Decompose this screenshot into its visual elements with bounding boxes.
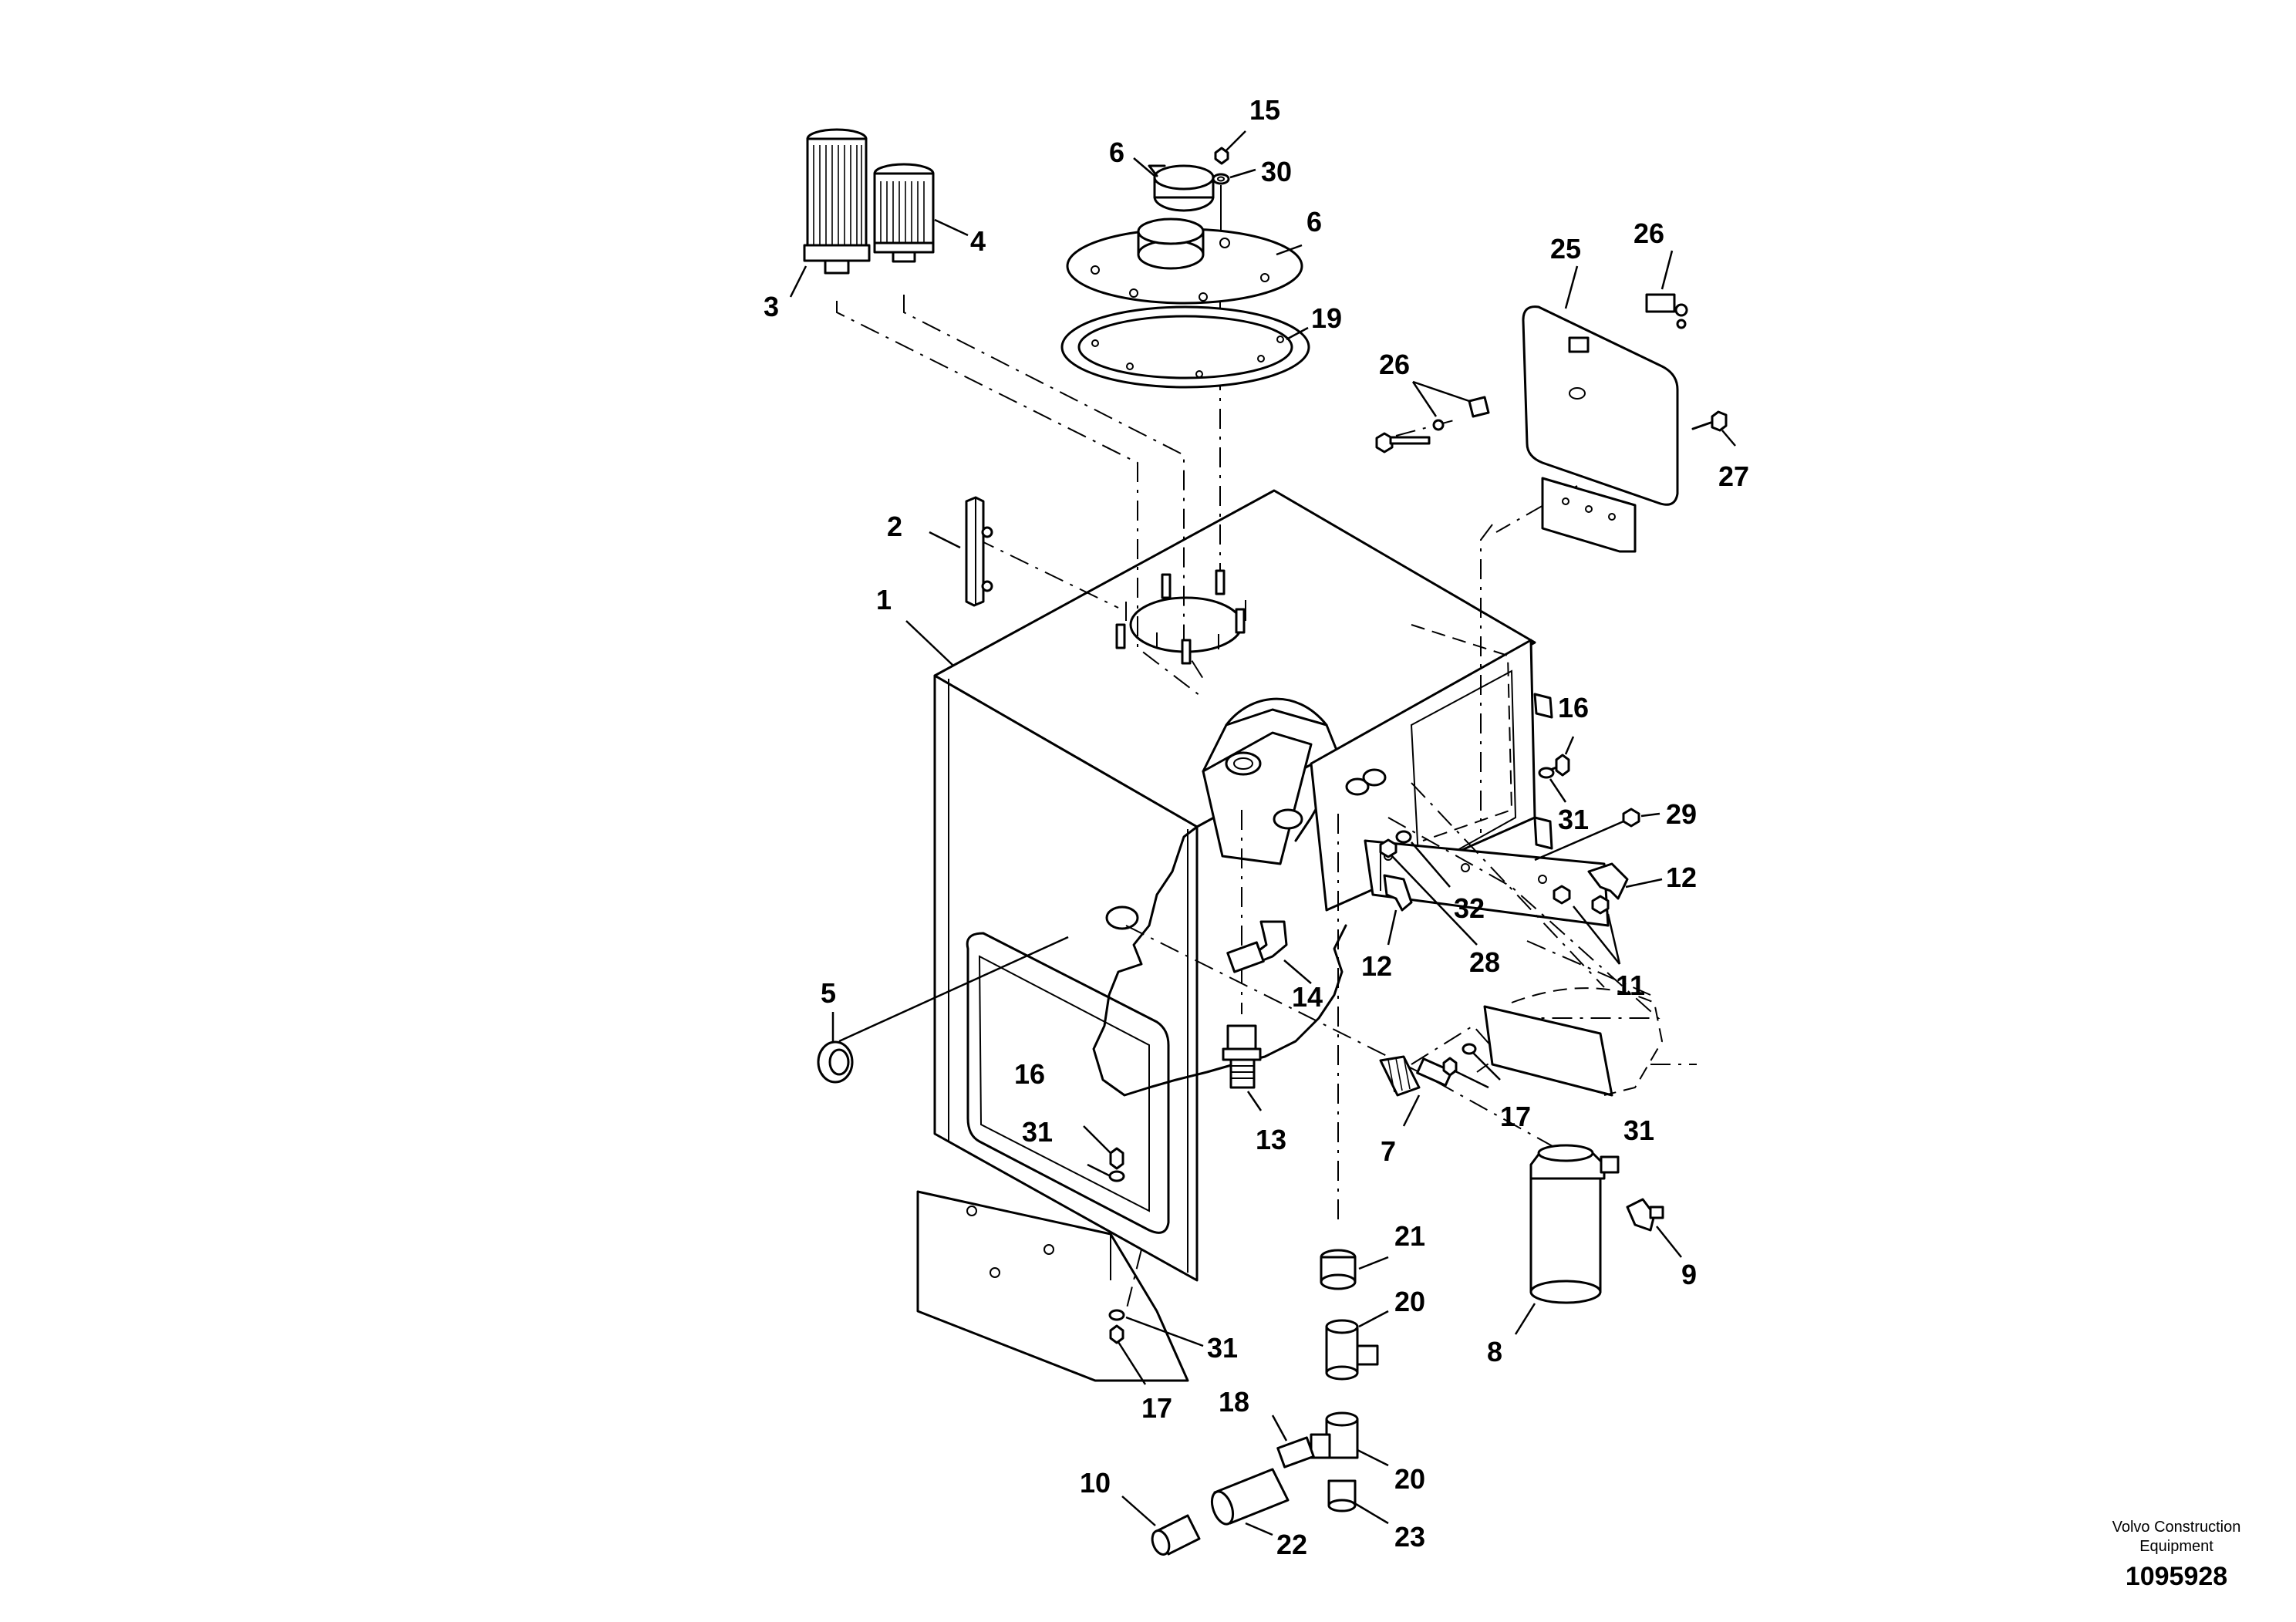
callout-17b: 17	[1141, 1392, 1172, 1424]
hydraulic-tank	[916, 489, 1610, 1382]
callout-31d: 31	[1207, 1332, 1238, 1364]
callout-27: 27	[1718, 460, 1749, 492]
seal-ring	[817, 936, 1069, 1084]
callout-28: 28	[1469, 946, 1500, 978]
bottom-fasteners	[1083, 1125, 1204, 1385]
tank-cover	[1060, 130, 1310, 665]
callout-19: 19	[1311, 302, 1342, 334]
callout-20b: 20	[1394, 1463, 1425, 1495]
callout-26b: 26	[1379, 349, 1410, 380]
fitting-13	[1222, 1024, 1263, 1111]
callout-labels: 1 2 3 4 5 6 6 7 8 9 10 11 12 12 13 14 15…	[764, 94, 1749, 1560]
callout-16a: 16	[1558, 692, 1589, 723]
hose-7	[1379, 1055, 1453, 1127]
filter-element-4	[873, 163, 969, 263]
line-filter-8	[1514, 1144, 1620, 1335]
callout-6b: 6	[1306, 206, 1322, 238]
small-fittings	[1379, 736, 1663, 965]
callout-9: 9	[1681, 1259, 1697, 1290]
elbow-14	[1226, 920, 1312, 984]
callout-18: 18	[1219, 1386, 1249, 1418]
sight-gauge	[929, 496, 993, 607]
callout-31b: 31	[1022, 1116, 1053, 1148]
filter-element-3	[789, 128, 871, 298]
callout-29: 29	[1666, 798, 1697, 830]
footer: Volvo Construction Equipment 1095928	[2112, 1519, 2241, 1591]
callout-3: 3	[764, 291, 779, 322]
document-number: 1095928	[2126, 1562, 2227, 1591]
callout-11: 11	[1616, 969, 1645, 1001]
brand-line-2: Equipment	[2139, 1538, 2213, 1555]
callout-25: 25	[1550, 233, 1581, 265]
access-door	[1375, 250, 1736, 553]
callout-7: 7	[1381, 1135, 1396, 1167]
callout-1: 1	[876, 584, 892, 615]
callout-8: 8	[1487, 1336, 1502, 1367]
callout-12b: 12	[1666, 862, 1697, 893]
callout-31c: 31	[1623, 1114, 1654, 1146]
callout-6a: 6	[1109, 137, 1124, 168]
callout-16b: 16	[1014, 1058, 1045, 1090]
callout-12a: 12	[1361, 950, 1392, 982]
callout-30: 30	[1261, 156, 1292, 187]
callout-2: 2	[887, 511, 902, 542]
callout-31a: 31	[1558, 804, 1589, 835]
callout-15: 15	[1249, 94, 1280, 126]
fitting-9	[1626, 1198, 1682, 1258]
callout-23: 23	[1394, 1521, 1425, 1553]
callout-13: 13	[1256, 1124, 1286, 1155]
callout-17a: 17	[1500, 1101, 1531, 1132]
callout-22: 22	[1276, 1529, 1307, 1560]
bracket	[1442, 987, 1664, 1097]
callout-26a: 26	[1633, 218, 1664, 249]
callout-21: 21	[1394, 1220, 1425, 1252]
callout-14: 14	[1292, 981, 1323, 1013]
brand-line-1: Volvo Construction	[2112, 1519, 2241, 1536]
callout-20a: 20	[1394, 1286, 1425, 1317]
leader-1	[905, 620, 953, 666]
callout-10: 10	[1080, 1467, 1111, 1499]
drain-assembly	[1121, 1249, 1389, 1556]
callout-32: 32	[1454, 892, 1485, 924]
callout-5: 5	[821, 977, 836, 1009]
callout-4: 4	[970, 225, 986, 257]
